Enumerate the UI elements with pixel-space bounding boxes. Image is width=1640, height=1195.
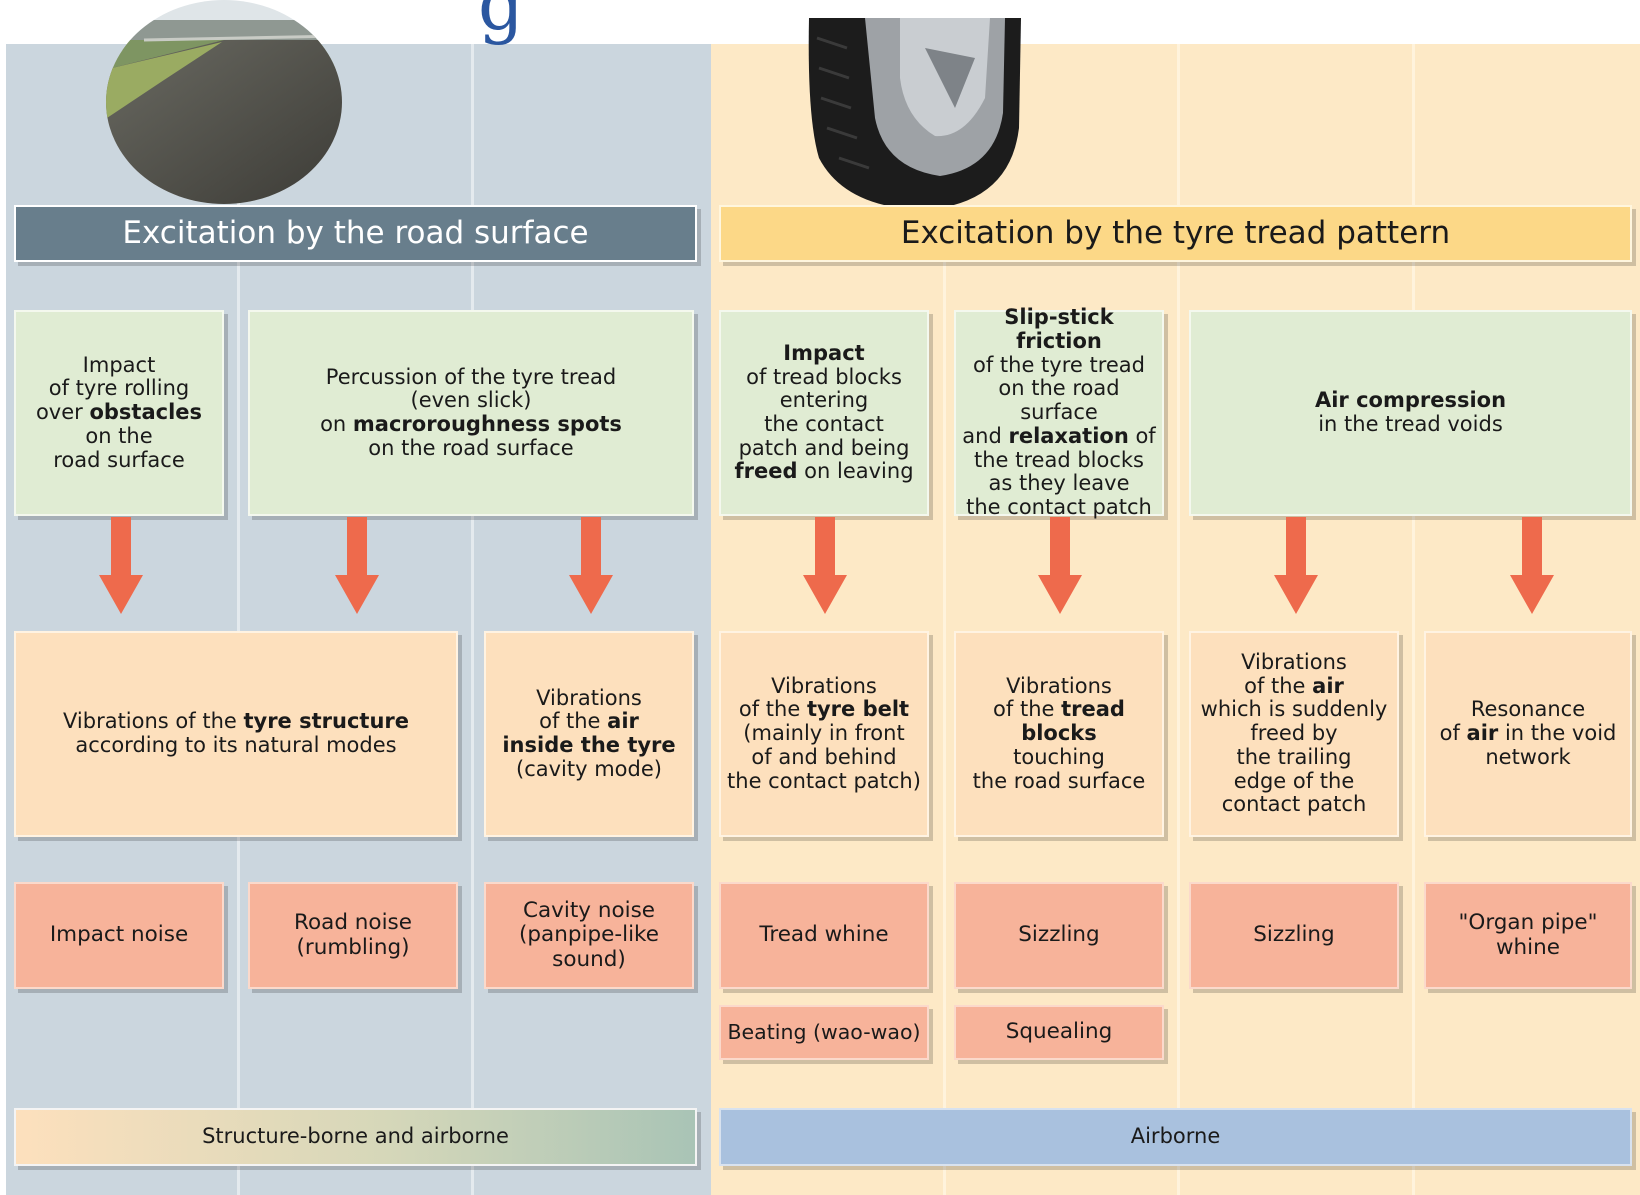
column-divider [471, 44, 474, 1195]
down-arrow-icon [99, 517, 143, 614]
noise-tread-whine: Tread whine [719, 882, 929, 989]
road-surface-header: Excitation by the road surface [14, 205, 697, 262]
noise-impact: Impact noise [14, 882, 224, 989]
column-divider [1177, 44, 1180, 1195]
cause-tread-block-impact: Impact of tread blocks entering the cont… [719, 310, 929, 516]
vibration-void-resonance: Resonance of air in the void network [1424, 631, 1632, 837]
page-title-fragment: g [478, 0, 525, 46]
down-arrow-icon [1510, 517, 1554, 614]
down-arrow-icon [335, 517, 379, 614]
road-photo [106, 0, 342, 204]
tread-pattern-header: Excitation by the tyre tread pattern [719, 205, 1632, 262]
cause-air-compression: Air compression in the tread voids [1189, 310, 1632, 516]
cause-obstacle-impact: Impact of tyre rolling over obstacles on… [14, 310, 224, 516]
noise-organ-pipe-whine: "Organ pipe" whine [1424, 882, 1632, 989]
column-divider [237, 44, 240, 1195]
down-arrow-icon [803, 517, 847, 614]
column-divider [1412, 44, 1415, 1195]
noise-sizzling-air: Sizzling [1189, 882, 1399, 989]
noise-sizzling-friction: Sizzling [954, 882, 1164, 989]
down-arrow-icon [1274, 517, 1318, 614]
down-arrow-icon [569, 517, 613, 614]
cause-slip-stick-friction: Slip-stick friction of the tyre tread on… [954, 305, 1164, 519]
vibration-tread-blocks: Vibrations of the tread blocks touching … [954, 631, 1164, 837]
cause-tread-percussion: Percussion of the tyre tread (even slick… [248, 310, 694, 516]
down-arrow-icon [1038, 517, 1082, 614]
tyre-photo [808, 18, 1021, 210]
footer-structure-borne-airborne: Structure-borne and airborne [14, 1108, 697, 1166]
vibration-tyre-belt: Vibrations of the tyre belt (mainly in f… [719, 631, 929, 837]
noise-beating: Beating (wao-wao) [719, 1005, 929, 1060]
column-divider [943, 44, 946, 1195]
footer-airborne: Airborne [719, 1108, 1632, 1166]
noise-cavity: Cavity noise (panpipe-like sound) [484, 882, 694, 989]
vibration-cavity-air: Vibrations of the air inside the tyre (c… [484, 631, 694, 837]
noise-road-rumbling: Road noise (rumbling) [248, 882, 458, 989]
vibration-freed-air: Vibrations of the air which is suddenly … [1189, 631, 1399, 837]
vibration-tyre-structure: Vibrations of the tyre structure accordi… [14, 631, 458, 837]
noise-squealing: Squealing [954, 1005, 1164, 1060]
